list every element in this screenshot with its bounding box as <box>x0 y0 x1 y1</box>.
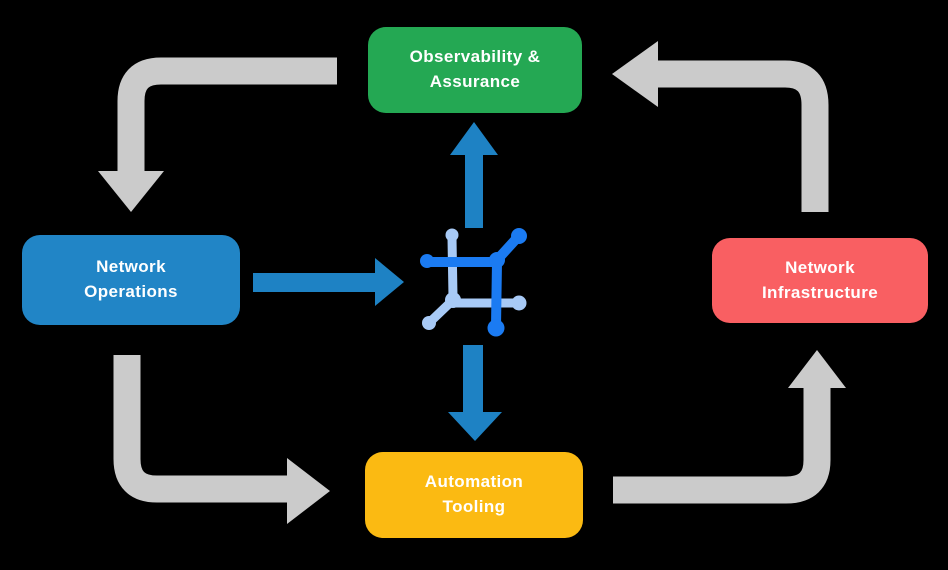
node-label-automation-tooling: Automation Tooling <box>424 472 524 516</box>
node-label-observability-assurance: Observability & Assurance <box>409 47 541 91</box>
arrow-observability-to-operations <box>98 57 337 212</box>
arrow-icon-to-observability <box>450 122 498 228</box>
arrow-automation-to-infrastructure <box>613 350 846 504</box>
cycle-arrows <box>98 41 846 524</box>
icon-light-part <box>422 228 527 330</box>
node-label-network-operations: Network Operations <box>84 257 178 301</box>
node-network-infrastructure: Network Infrastructure <box>712 238 928 323</box>
icon-dark-part <box>420 228 527 337</box>
network-automation-icon <box>420 228 527 337</box>
arrow-operations-to-icon <box>253 258 404 306</box>
node-observability-assurance: Observability & Assurance <box>368 27 582 113</box>
node-automation-tooling: Automation Tooling <box>365 452 583 538</box>
arrow-infrastructure-to-observability <box>612 41 829 212</box>
node-network-operations: Network Operations <box>22 235 240 325</box>
node-label-network-infrastructure: Network Infrastructure <box>761 257 879 302</box>
arrow-operations-to-automation <box>113 355 330 524</box>
arrow-icon-to-automation <box>448 345 502 441</box>
blue-arrows <box>253 122 502 441</box>
